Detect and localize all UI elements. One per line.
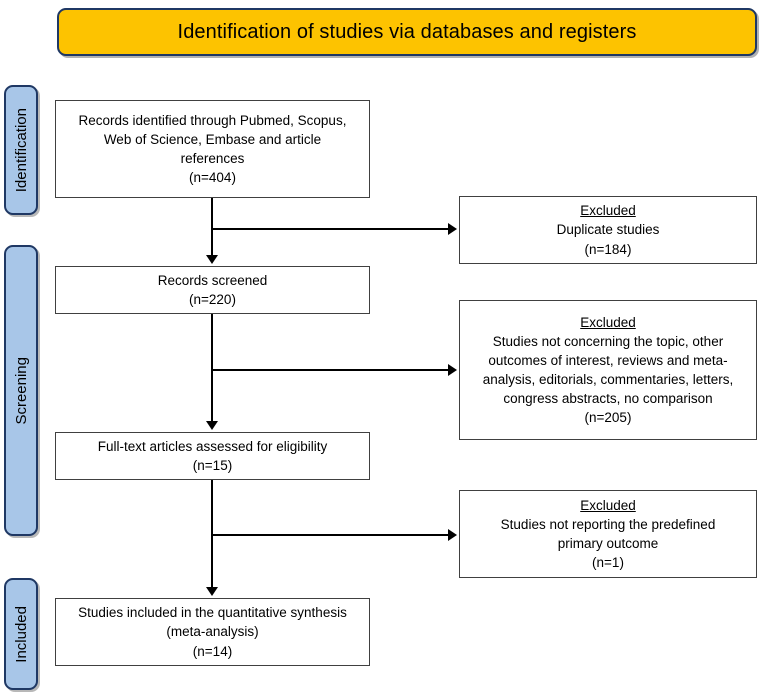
flow-box-studies-included: Studies included in the quantitative syn… [55,598,370,666]
fulltext-assessed-label: Full-text articles assessed for eligibil… [97,438,328,454]
arrowhead-right-icon [448,529,457,541]
connector-to-excluded-duplicates [212,228,450,230]
excluded-duplicates-line-1: Duplicate studies [556,222,660,238]
diagram-header-banner: Identification of studies via databases … [57,8,757,56]
arrowhead-down-icon [206,587,218,596]
excluded-outcome-line-2: primary outcome [557,536,659,551]
flow-box-excluded-duplicates: Excluded Duplicate studies (n=184) [459,196,757,264]
excluded-outcome-heading: Excluded [580,497,636,513]
stage-pill-identification: Identification [4,85,38,215]
excluded-topic-line-1: Studies not concerning the topic, other [492,333,724,349]
studies-included-line-1: Studies included in the quantitative syn… [78,605,347,621]
records-identified-line-2: Web of Science, Embase and article [103,131,322,147]
studies-included-count: (n=14) [192,643,233,659]
arrowhead-right-icon [448,223,457,235]
stage-pill-screening: Screening [4,245,38,536]
flow-box-records-identified: Records identified through Pubmed, Scopu… [55,100,370,198]
flow-box-excluded-outcome: Excluded Studies not reporting the prede… [459,490,757,578]
flow-box-records-screened: Records screened (n=220) [55,266,370,314]
records-identified-count: (n=404) [189,170,236,186]
connector-to-excluded-outcome [212,534,450,536]
arrowhead-down-icon [206,421,218,430]
excluded-duplicates-count: (n=184) [584,241,632,257]
connector-to-excluded-topic [212,369,450,371]
fulltext-assessed-count: (n=15) [192,458,233,473]
arrowhead-right-icon [448,364,457,376]
records-identified-line-3: references [180,151,245,166]
records-identified-line-1: Records identified through Pubmed, Scopu… [78,112,347,128]
excluded-topic-line-3: analysis, editorials, commentaries, lett… [482,372,734,387]
stage-label-identification: Identification [12,107,30,193]
flow-box-fulltext-assessed: Full-text articles assessed for eligibil… [55,432,370,480]
connector-screened-to-fulltext [211,314,213,423]
excluded-outcome-count: (n=1) [592,555,624,571]
studies-included-line-2: (meta-analysis) [166,624,259,640]
excluded-duplicates-heading: Excluded [580,203,636,219]
excluded-topic-count: (n=205) [584,410,632,426]
records-screened-count: (n=220) [189,292,236,307]
stage-label-included: Included [12,605,30,663]
stage-label-screening: Screening [12,356,30,425]
page-title: Identification of studies via databases … [177,20,637,43]
arrowhead-down-icon [206,255,218,264]
stage-pill-included: Included [4,578,38,690]
excluded-topic-line-4: congress abstracts, no comparison [503,391,713,407]
excluded-outcome-line-1: Studies not reporting the predefined [500,516,716,532]
connector-identified-to-screened [211,198,213,257]
excluded-topic-heading: Excluded [580,314,636,330]
records-screened-label: Records screened [157,272,268,288]
flow-box-excluded-topic: Excluded Studies not concerning the topi… [459,300,757,440]
excluded-topic-line-2: outcomes of interest, reviews and meta- [488,352,728,368]
